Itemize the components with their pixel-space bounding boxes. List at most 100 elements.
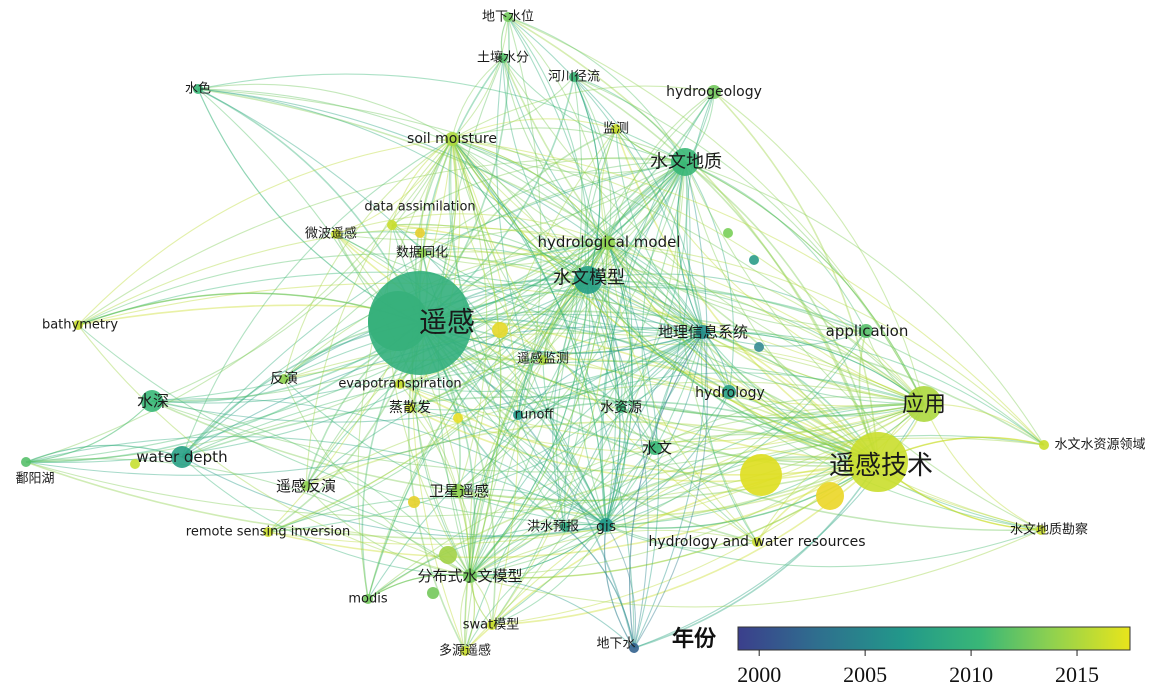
- node-gis[interactable]: [599, 518, 613, 532]
- network-edge: [469, 391, 730, 577]
- node-yaogan_jiance[interactable]: [538, 355, 548, 365]
- node-duoyuan[interactable]: [460, 646, 470, 656]
- network-edge: [409, 403, 925, 453]
- network-edge: [25, 331, 704, 476]
- node-runoff[interactable]: [513, 410, 523, 420]
- network-edge: [600, 161, 686, 526]
- network-edge: [620, 403, 925, 434]
- network-labels: 遥感遥感技术应用水文模型水文地质applicationhydrogeologys…: [15, 10, 1145, 659]
- network-edge: [464, 403, 925, 652]
- node-shuiwen_ziyuan_lingyu[interactable]: [1039, 440, 1049, 450]
- network-edge: [409, 407, 879, 483]
- node-dili_xinxi[interactable]: [696, 325, 710, 339]
- network-edge: [419, 310, 1045, 446]
- network-edge: [564, 161, 686, 528]
- network-edge: [684, 161, 925, 405]
- node-remote_sensing_inversion[interactable]: [263, 527, 273, 537]
- node-water_depth[interactable]: [171, 446, 193, 468]
- node-hydrogeology[interactable]: [707, 85, 721, 99]
- label-modis: modis: [348, 592, 387, 607]
- network-edge: [464, 575, 476, 652]
- network-edge: [573, 76, 704, 333]
- network-edge: [25, 138, 453, 463]
- network-edge: [684, 161, 1045, 446]
- node-zhengsanfa[interactable]: [405, 403, 415, 413]
- node-hongshui_yubao[interactable]: [560, 522, 570, 532]
- node-swat[interactable]: [487, 620, 497, 630]
- network-edge: [451, 138, 502, 577]
- node-dixiashui[interactable]: [629, 643, 639, 653]
- network-edge: [756, 403, 925, 543]
- node-application[interactable]: [859, 324, 873, 338]
- node-hechuan_jingliu[interactable]: [569, 72, 579, 82]
- node-hydrological_model[interactable]: [601, 236, 615, 250]
- label-data_assimilation: data assimilation: [364, 200, 475, 215]
- node-hydrology_water_resources[interactable]: [752, 537, 762, 547]
- network-edge: [451, 85, 715, 140]
- label-shuiwen_moxing: 水文模型: [553, 268, 625, 289]
- node-dixia_shuiwei[interactable]: [503, 12, 513, 22]
- network-edge: [367, 279, 589, 600]
- network-edge: [573, 76, 686, 163]
- label-gis: gis: [596, 519, 616, 535]
- network-edge: [25, 403, 925, 517]
- node-hydrology[interactable]: [722, 385, 736, 399]
- node-bathymetry[interactable]: [73, 320, 83, 330]
- network-edge: [464, 524, 607, 652]
- network-edge: [181, 456, 471, 577]
- network-edge: [605, 407, 626, 526]
- node-evapotranspiration[interactable]: [395, 379, 405, 389]
- network-edge: [684, 161, 735, 393]
- network-edge: [923, 403, 1042, 531]
- node-jiance[interactable]: [611, 124, 621, 134]
- network-edge: [700, 331, 758, 543]
- network-edges: [25, 16, 1045, 652]
- network-edge: [542, 327, 704, 361]
- network-edge: [573, 76, 925, 405]
- node-shuiwen_dizhi_kancha[interactable]: [1036, 525, 1046, 535]
- network-edge: [451, 138, 589, 281]
- network-edge: [451, 138, 488, 492]
- node-shui_ziyuan[interactable]: [616, 403, 626, 413]
- node-yaogan_jishu[interactable]: [848, 432, 908, 492]
- node-soil_moisture[interactable]: [445, 132, 459, 146]
- network-edge: [464, 331, 704, 652]
- node-shuiwen_dizhi[interactable]: [671, 148, 699, 176]
- network-edge: [25, 400, 153, 463]
- node-fanyan[interactable]: [279, 374, 289, 384]
- label-shuise: 水色: [185, 81, 211, 97]
- network-edge: [587, 161, 686, 281]
- node-shuishen[interactable]: [141, 390, 163, 412]
- node-yingyong[interactable]: [906, 386, 942, 422]
- network-edge: [573, 76, 633, 526]
- network-node-unlabeled: [415, 228, 425, 238]
- node-shuiwen[interactable]: [648, 441, 662, 455]
- network-edge: [451, 138, 609, 244]
- node-weixing_yaogan[interactable]: [451, 484, 465, 498]
- node-shuju_tonghua[interactable]: [417, 248, 427, 258]
- network-edge: [451, 138, 656, 449]
- node-weibo_yaogan[interactable]: [331, 229, 341, 239]
- node-modis[interactable]: [363, 594, 373, 604]
- node-data_assimilation[interactable]: [387, 220, 397, 230]
- network-edge: [542, 242, 609, 361]
- node-yaogan[interactable]: [368, 271, 472, 375]
- label-yaogan_fanyan: 遥感反演: [276, 477, 336, 495]
- node-shuise[interactable]: [193, 84, 203, 94]
- network-edge: [457, 490, 474, 577]
- network-edge: [502, 57, 589, 281]
- node-poyanghu[interactable]: [21, 457, 31, 467]
- network-edge: [507, 16, 590, 281]
- network-edge: [367, 161, 686, 600]
- network-edge: [587, 279, 925, 405]
- network-edge: [457, 279, 589, 492]
- label-turang_shuifen: 土壤水分: [477, 50, 529, 66]
- node-turang_shuifen[interactable]: [498, 53, 508, 63]
- node-yaogan_fanyan[interactable]: [301, 481, 311, 491]
- network-edge: [469, 403, 925, 577]
- node-shuiwen_moxing[interactable]: [574, 266, 602, 294]
- network-edge: [451, 138, 1042, 531]
- node-fenbushi[interactable]: [463, 569, 477, 583]
- network-edge: [283, 358, 879, 463]
